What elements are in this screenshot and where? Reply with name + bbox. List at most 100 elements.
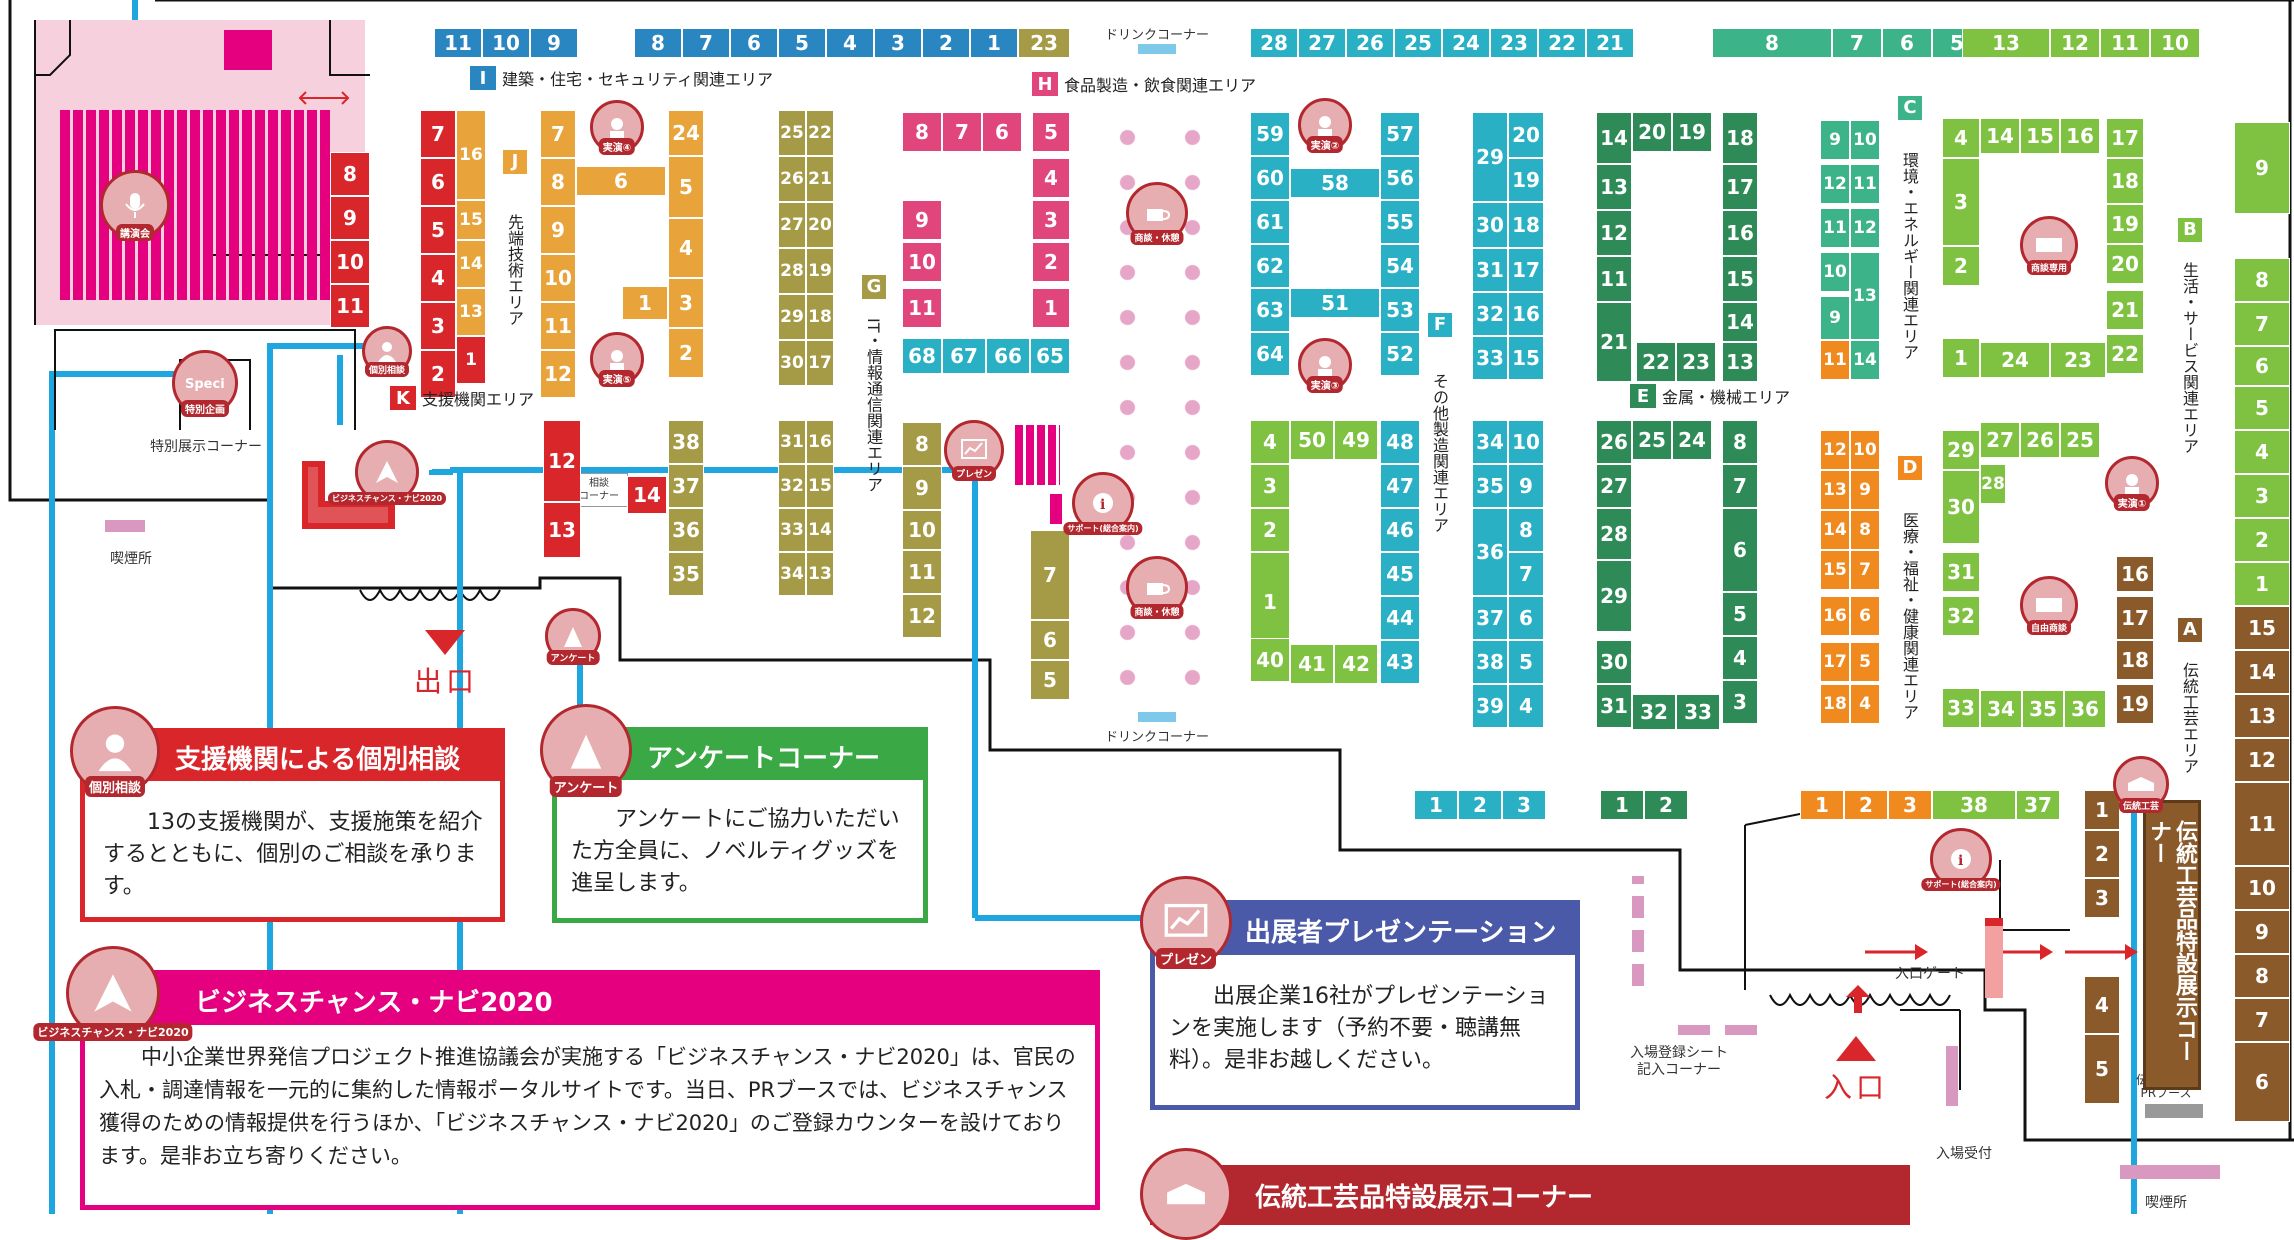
booth-I-8[interactable]: 8 xyxy=(634,28,682,58)
booth-D-11[interactable]: 11 xyxy=(1820,340,1850,380)
booth-D-2[interactable]: 2 xyxy=(1844,790,1888,820)
booth-F-7[interactable]: 7 xyxy=(1508,552,1544,596)
booth-K-5[interactable]: 5 xyxy=(420,206,456,254)
booth-F-2[interactable]: 2 xyxy=(1458,790,1502,820)
booth-E-6[interactable]: 6 xyxy=(1722,508,1758,592)
booth-G-36[interactable]: 36 xyxy=(668,508,704,552)
booth-C-11[interactable]: 11 xyxy=(1820,208,1850,248)
booth-K-14[interactable]: 14 xyxy=(627,476,667,514)
booth-E-13[interactable]: 13 xyxy=(1722,342,1758,382)
booth-K-1[interactable]: 1 xyxy=(456,336,486,384)
booth-J-6[interactable]: 6 xyxy=(576,166,666,196)
booth-H-1[interactable]: 1 xyxy=(1032,288,1070,328)
free-shoudan-icon[interactable]: 自由商談 xyxy=(2020,576,2078,635)
booth-G-30[interactable]: 30 xyxy=(778,340,806,386)
booth-D-1[interactable]: 1 xyxy=(1800,790,1844,820)
booth-C-12[interactable]: 12 xyxy=(1850,208,1880,248)
booth-B-18[interactable]: 18 xyxy=(2106,158,2144,204)
booth-A-18[interactable]: 18 xyxy=(2116,640,2154,680)
booth-B-33[interactable]: 33 xyxy=(1942,688,1980,728)
booth-G-12[interactable]: 12 xyxy=(902,594,942,638)
booth-B-17[interactable]: 17 xyxy=(2106,118,2144,158)
booth-F-56[interactable]: 56 xyxy=(1380,156,1420,200)
booth-B-24[interactable]: 24 xyxy=(1980,342,2050,378)
booth-F-44[interactable]: 44 xyxy=(1380,596,1420,640)
booth-J-5[interactable]: 5 xyxy=(668,156,704,218)
booth-F-38[interactable]: 38 xyxy=(1472,640,1508,684)
booth-J-16[interactable]: 16 xyxy=(456,110,486,200)
demo2-icon[interactable]: 実演② xyxy=(1298,98,1352,153)
booth-G-33[interactable]: 33 xyxy=(778,508,806,552)
booth-F-55[interactable]: 55 xyxy=(1380,200,1420,244)
booth-E-21[interactable]: 21 xyxy=(1596,302,1632,382)
booth-E-7[interactable]: 7 xyxy=(1722,464,1758,508)
booth-B-22[interactable]: 22 xyxy=(2106,334,2144,374)
booth-B-10[interactable]: 10 xyxy=(2150,28,2200,58)
booth-G-9[interactable]: 9 xyxy=(902,466,942,510)
booth-B-14[interactable]: 14 xyxy=(1980,118,2020,154)
booth-G-37[interactable]: 37 xyxy=(668,464,704,508)
booth-F-30[interactable]: 30 xyxy=(1472,202,1508,248)
booth-C-7[interactable]: 7 xyxy=(1832,28,1882,58)
booth-C-13[interactable]: 13 xyxy=(1850,252,1880,340)
booth-D-18[interactable]: 18 xyxy=(1820,684,1850,724)
booth-F-26[interactable]: 26 xyxy=(1346,28,1394,58)
booth-B-50[interactable]: 50 xyxy=(1290,420,1334,460)
booth-K-8[interactable]: 8 xyxy=(330,152,370,196)
booth-F-22[interactable]: 22 xyxy=(1538,28,1586,58)
booth-F-65[interactable]: 65 xyxy=(1030,338,1070,374)
booth-F-27[interactable]: 27 xyxy=(1298,28,1346,58)
demo3-icon[interactable]: 実演③ xyxy=(1298,338,1352,393)
booth-G-29[interactable]: 29 xyxy=(778,294,806,340)
booth-F-58[interactable]: 58 xyxy=(1290,168,1380,198)
booth-F-5[interactable]: 5 xyxy=(1508,640,1544,684)
booth-E-4[interactable]: 4 xyxy=(1722,636,1758,680)
booth-C-10[interactable]: 10 xyxy=(1850,120,1880,160)
booth-D-3[interactable]: 3 xyxy=(1888,790,1932,820)
booth-G-7[interactable]: 7 xyxy=(1030,530,1070,620)
booth-B-11[interactable]: 11 xyxy=(2100,28,2150,58)
booth-B-6[interactable]: 6 xyxy=(2234,346,2290,386)
booth-C-9[interactable]: 9 xyxy=(1820,296,1850,340)
rest-icon-1[interactable]: 商談・休憩 xyxy=(1126,182,1188,245)
present-icon[interactable]: プレゼン xyxy=(944,420,1004,481)
booth-B-38[interactable]: 38 xyxy=(1932,790,2016,820)
booth-G-11[interactable]: 11 xyxy=(902,550,942,594)
booth-G-32[interactable]: 32 xyxy=(778,464,806,508)
booth-F-39[interactable]: 39 xyxy=(1472,684,1508,728)
booth-K-7[interactable]: 7 xyxy=(420,110,456,158)
booth-E-16[interactable]: 16 xyxy=(1722,210,1758,256)
booth-G-18[interactable]: 18 xyxy=(806,294,834,340)
booth-B-1[interactable]: 1 xyxy=(1942,338,1980,378)
booth-E-23[interactable]: 23 xyxy=(1676,342,1716,382)
booth-A-15[interactable]: 15 xyxy=(2234,606,2290,650)
booth-K-2[interactable]: 2 xyxy=(420,350,456,398)
booth-B-4[interactable]: 4 xyxy=(2234,430,2290,474)
booth-I-3[interactable]: 3 xyxy=(874,28,922,58)
booth-F-24[interactable]: 24 xyxy=(1442,28,1490,58)
booth-E-32[interactable]: 32 xyxy=(1632,694,1676,730)
booth-F-17[interactable]: 17 xyxy=(1508,248,1544,292)
booth-F-64[interactable]: 64 xyxy=(1250,332,1290,376)
booth-J-11[interactable]: 11 xyxy=(540,302,576,350)
booth-H-11[interactable]: 11 xyxy=(902,288,942,328)
booth-D-8[interactable]: 8 xyxy=(1850,510,1880,550)
booth-A-8[interactable]: 8 xyxy=(2234,954,2290,998)
booth-E-22[interactable]: 22 xyxy=(1636,342,1676,382)
booth-E-18[interactable]: 18 xyxy=(1722,112,1758,164)
booth-G-26[interactable]: 26 xyxy=(778,156,806,202)
booth-B-30[interactable]: 30 xyxy=(1942,470,1980,544)
booth-B-26[interactable]: 26 xyxy=(2020,422,2060,458)
booth-H-8[interactable]: 8 xyxy=(902,112,942,152)
booth-A-14[interactable]: 14 xyxy=(2234,650,2290,694)
booth-F-36[interactable]: 36 xyxy=(1472,508,1508,596)
booth-F-34[interactable]: 34 xyxy=(1472,420,1508,464)
booth-H-6[interactable]: 6 xyxy=(982,112,1022,152)
booth-J-14[interactable]: 14 xyxy=(456,240,486,288)
booth-G-34[interactable]: 34 xyxy=(778,552,806,596)
booth-E-1[interactable]: 1 xyxy=(1600,790,1644,820)
booth-D-15[interactable]: 15 xyxy=(1820,550,1850,590)
booth-I-4[interactable]: 4 xyxy=(826,28,874,58)
booth-A-11[interactable]: 11 xyxy=(2234,782,2290,866)
booth-F-25[interactable]: 25 xyxy=(1394,28,1442,58)
